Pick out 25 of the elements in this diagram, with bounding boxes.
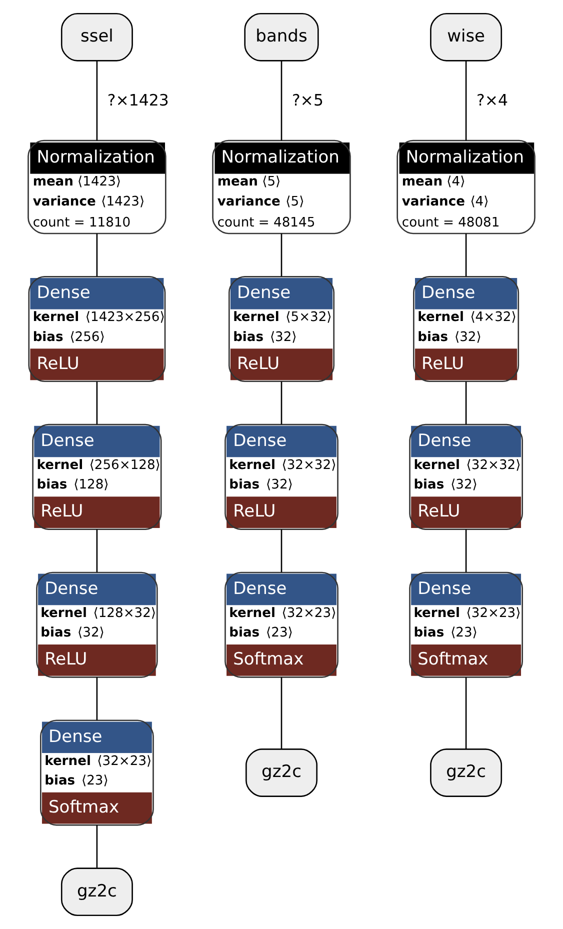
connector bbox=[465, 60, 467, 141]
node-box: gz2c bbox=[246, 748, 318, 797]
node-box: wise bbox=[430, 12, 502, 62]
connector bbox=[465, 529, 467, 572]
edge-label: ?×1423 bbox=[107, 90, 169, 110]
node-box: gz2c bbox=[430, 748, 502, 797]
connector bbox=[96, 529, 98, 572]
connector bbox=[96, 382, 98, 424]
edge-label: ?×4 bbox=[476, 90, 508, 110]
connector bbox=[96, 825, 98, 868]
connector bbox=[96, 234, 98, 276]
connector bbox=[280, 677, 282, 749]
connector bbox=[280, 529, 282, 572]
node-box: ssel bbox=[60, 12, 133, 62]
edge-label: ?×5 bbox=[292, 90, 324, 110]
connector bbox=[280, 234, 282, 276]
connector bbox=[96, 677, 98, 720]
connector bbox=[280, 60, 282, 141]
node-box: gz2c bbox=[60, 868, 133, 916]
connector bbox=[465, 234, 467, 276]
node-box: bands bbox=[244, 12, 319, 62]
connector bbox=[465, 382, 467, 424]
connector bbox=[96, 60, 98, 141]
connector bbox=[280, 382, 282, 424]
connector bbox=[465, 677, 467, 749]
